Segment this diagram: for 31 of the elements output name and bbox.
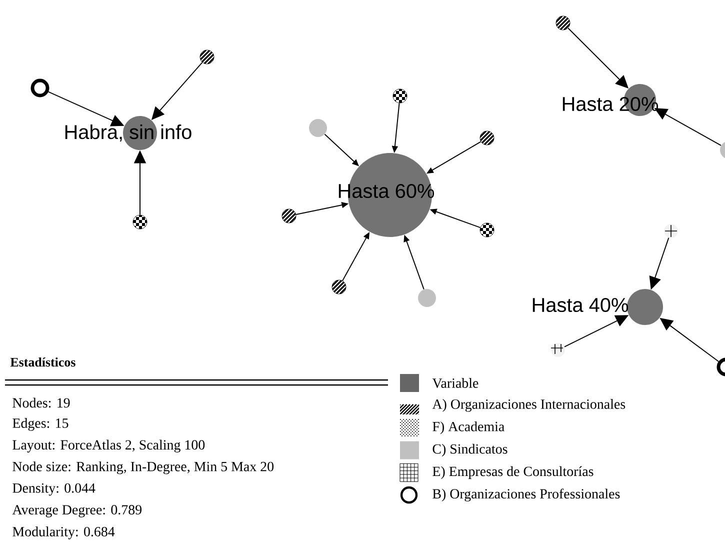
actor-node: [309, 119, 327, 137]
node-label: Hasta 40%: [532, 298, 628, 312]
statistic-text: Density: 0.044: [12, 483, 96, 496]
statistic-text: Modularity: 0.684: [12, 526, 115, 540]
legend-text: B) Organizaciones Professionales: [432, 488, 620, 502]
actor-node: [282, 208, 296, 224]
legend-text: Variable: [432, 378, 478, 388]
node-label: Habra, sin info: [65, 124, 192, 142]
actor-node: [556, 16, 570, 30]
statistic-text: Nodes: 19: [12, 398, 70, 408]
legend-text: A) Organizaciones Internacionales: [432, 399, 626, 412]
actor-node: [132, 214, 148, 230]
statistic-text: Layout: ForceAtlas 2, Scaling 100: [12, 440, 205, 452]
table-heading: Estadísticos: [10, 357, 76, 367]
actor-node: [418, 289, 436, 307]
actor-node: [200, 50, 214, 64]
actor-node: [720, 141, 725, 159]
legend-text: C) Sindicatos: [432, 444, 508, 457]
actor-node: [664, 224, 678, 238]
actor-node: [392, 88, 408, 104]
actor-node: [550, 343, 565, 357]
actor-node: [332, 280, 346, 294]
statistic-text: Node size: Ranking, In-Degree, Min 5 Max 20: [12, 461, 274, 474]
actor-node: [30, 78, 50, 98]
actor-node: [480, 130, 494, 146]
legend-text: E) Empresas de Consultorías: [432, 466, 594, 479]
statistic-text: Edges: 15: [12, 418, 68, 431]
legend-text: F) Academia: [432, 421, 504, 434]
actor-node: [480, 222, 494, 238]
statistic-text: Average Degree: 0.789: [12, 505, 142, 518]
actor-node: [716, 358, 725, 376]
